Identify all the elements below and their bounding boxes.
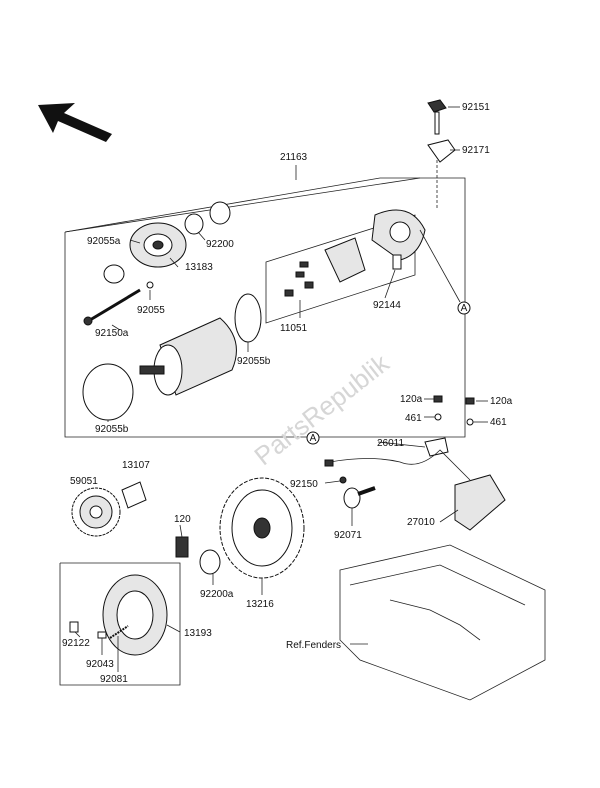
roller-92122 bbox=[69, 621, 79, 633]
label-92200: 92200 bbox=[206, 239, 234, 250]
label-92144: 92144 bbox=[373, 300, 401, 311]
fender-reference-outline bbox=[339, 544, 546, 701]
label-120: 120 bbox=[174, 514, 191, 525]
label-13193: 13193 bbox=[184, 628, 212, 639]
callout-a-label-lower: A bbox=[310, 433, 317, 444]
boss-92150 bbox=[339, 476, 347, 484]
label-92150a: 92150a bbox=[95, 328, 129, 339]
label-92055b-rear: 92055b bbox=[237, 356, 271, 367]
bracket-92171 bbox=[427, 139, 456, 163]
label-26011: 26011 bbox=[377, 438, 405, 449]
brush-holder-frame bbox=[265, 214, 416, 324]
label-92150: 92150 bbox=[290, 479, 318, 490]
brush-plate bbox=[284, 237, 366, 297]
label-92171: 92171 bbox=[462, 145, 490, 156]
bolt-92150a bbox=[83, 288, 141, 326]
label-120a-left: 120a bbox=[400, 394, 423, 405]
shaft-13107 bbox=[121, 481, 147, 509]
starter-cable: A bbox=[306, 431, 471, 481]
starter-relay-27010 bbox=[454, 474, 506, 531]
label-461-right: 461 bbox=[490, 417, 507, 428]
label-13183: 13183 bbox=[185, 262, 213, 273]
o-ring-92055a bbox=[103, 264, 125, 284]
washer-461-right bbox=[466, 418, 474, 426]
label-92122: 92122 bbox=[62, 638, 90, 649]
label-92055b-front: 92055b bbox=[95, 424, 129, 435]
label-13107: 13107 bbox=[122, 460, 150, 471]
clutch-assembly-frame bbox=[59, 562, 181, 686]
label-ref-fenders: Ref.Fenders bbox=[286, 640, 341, 651]
rear-cover bbox=[371, 209, 426, 261]
washer-92200 bbox=[184, 201, 231, 235]
label-461-left: 461 bbox=[405, 413, 422, 424]
label-92151: 92151 bbox=[462, 102, 490, 113]
bolt-120a-right bbox=[465, 397, 475, 405]
washer-92200a bbox=[199, 549, 221, 575]
label-92043: 92043 bbox=[86, 659, 114, 670]
pin-92043 bbox=[97, 631, 107, 639]
label-92055: 92055 bbox=[137, 305, 165, 316]
label-21163: 21163 bbox=[280, 152, 308, 163]
one-way-clutch-13193 bbox=[102, 574, 168, 656]
gear-shaft-120 bbox=[175, 536, 189, 558]
label-92071: 92071 bbox=[334, 530, 362, 541]
label-92081: 92081 bbox=[100, 674, 128, 685]
label-120a-right: 120a bbox=[490, 396, 513, 407]
bracket-26011 bbox=[424, 437, 449, 457]
callout-a-upper: A bbox=[419, 229, 471, 315]
washer-461-left bbox=[434, 413, 442, 421]
watermark-text: PartsRepublik bbox=[249, 347, 396, 471]
front-direction-arrow-icon bbox=[38, 103, 112, 142]
callout-a-label: A bbox=[461, 303, 468, 314]
motor-yoke bbox=[139, 317, 237, 396]
idle-gear-59051 bbox=[71, 487, 121, 537]
bolt-120a-left bbox=[433, 395, 443, 403]
spring-92081 bbox=[109, 625, 129, 639]
leader-lines bbox=[74, 231, 488, 672]
label-92200a: 92200a bbox=[200, 589, 234, 600]
starter-clutch-gear-13216 bbox=[219, 477, 305, 579]
bolt-92071 bbox=[343, 486, 376, 509]
o-ring-92055b-rear bbox=[234, 293, 262, 343]
bolt-92151 bbox=[427, 99, 447, 135]
label-11051: 11051 bbox=[280, 323, 308, 334]
front-cover-13183 bbox=[129, 222, 187, 268]
o-ring-92055b-front bbox=[82, 363, 134, 421]
label-92055a: 92055a bbox=[87, 236, 121, 247]
label-59051: 59051 bbox=[70, 476, 98, 487]
spring-92144 bbox=[392, 254, 402, 270]
part-labels: 21163 92151 92171 92055a 92200 13183 920… bbox=[62, 102, 513, 685]
label-27010: 27010 bbox=[407, 517, 435, 528]
label-13216: 13216 bbox=[246, 599, 274, 610]
